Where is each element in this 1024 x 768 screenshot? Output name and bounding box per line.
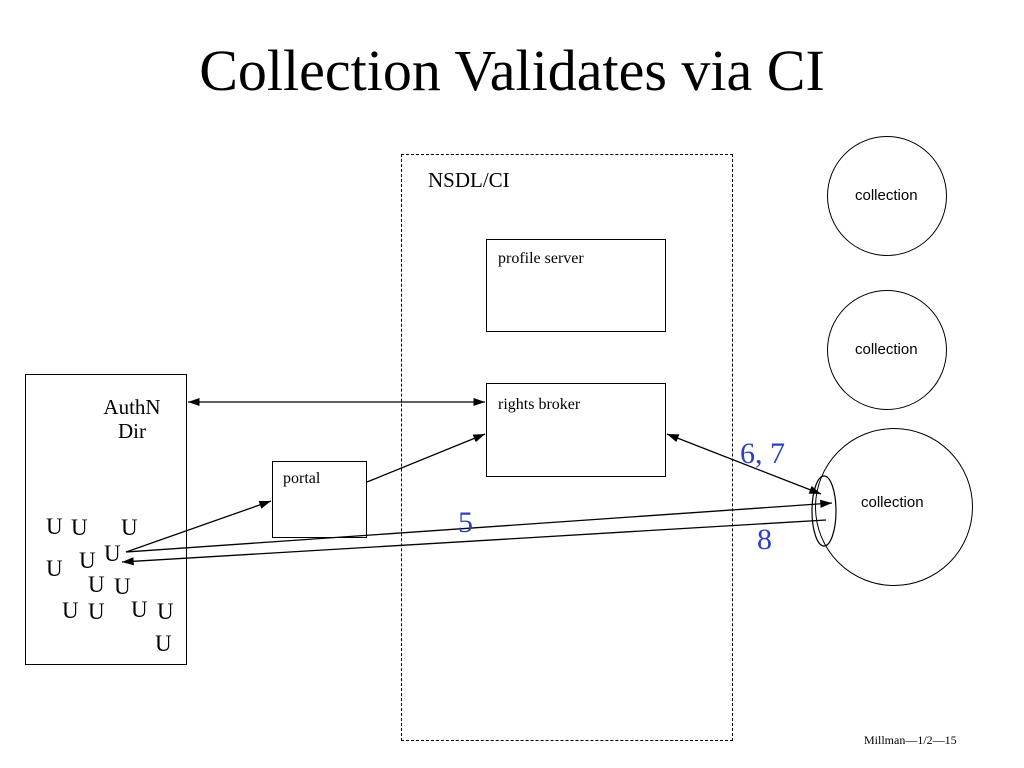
rights-broker-box xyxy=(486,383,666,477)
authn-label-line1: AuthN xyxy=(103,395,161,419)
user-glyph: U xyxy=(121,515,138,540)
user-glyph: U xyxy=(79,548,96,573)
rights-collection-arrow xyxy=(666,433,822,495)
slide-footer: Millman—1/2—15 xyxy=(864,733,957,747)
profile-server-box xyxy=(486,239,666,332)
collection-label-1: collection xyxy=(855,187,918,204)
user-glyph: U xyxy=(62,598,79,623)
step-label-8: 8 xyxy=(757,523,772,556)
user-glyph: U xyxy=(46,514,63,539)
collection-label-2: collection xyxy=(855,341,918,358)
user-glyph: U xyxy=(157,599,174,624)
authn-label-line2: Dir xyxy=(118,419,146,443)
step-label-6-7: 6, 7 xyxy=(740,437,785,470)
nsdl-ci-label: NSDL/CI xyxy=(428,168,510,192)
user-glyph: U xyxy=(155,631,172,656)
users-portal-arrow xyxy=(125,500,272,553)
slide-title: Collection Validates via CI xyxy=(199,38,825,103)
authn-dir-box xyxy=(25,374,187,665)
portal-rights-arrow xyxy=(366,433,486,483)
user-glyph: U xyxy=(131,597,148,622)
step-label-5: 5 xyxy=(458,506,473,539)
collection-users-arrow xyxy=(121,519,827,566)
authn-dir-label: AuthN Dir xyxy=(82,395,182,443)
rights-broker-label: rights broker xyxy=(498,396,581,413)
user-glyph: U xyxy=(114,574,131,599)
collection-circle-3 xyxy=(815,428,973,586)
user-glyph: U xyxy=(104,541,121,566)
collection-circle-2 xyxy=(827,290,947,410)
profile-server-label: profile server xyxy=(498,250,584,267)
collection-circle-1 xyxy=(827,136,947,256)
collection-label-3: collection xyxy=(861,494,924,511)
portal-label: portal xyxy=(283,470,321,487)
users-collection-arrow xyxy=(125,499,833,553)
nsdl-ci-container xyxy=(401,154,733,741)
user-glyph: U xyxy=(88,599,105,624)
user-glyph: U xyxy=(88,572,105,597)
user-glyph: U xyxy=(71,515,88,540)
user-glyph: U xyxy=(46,556,63,581)
portal-box xyxy=(272,461,367,538)
